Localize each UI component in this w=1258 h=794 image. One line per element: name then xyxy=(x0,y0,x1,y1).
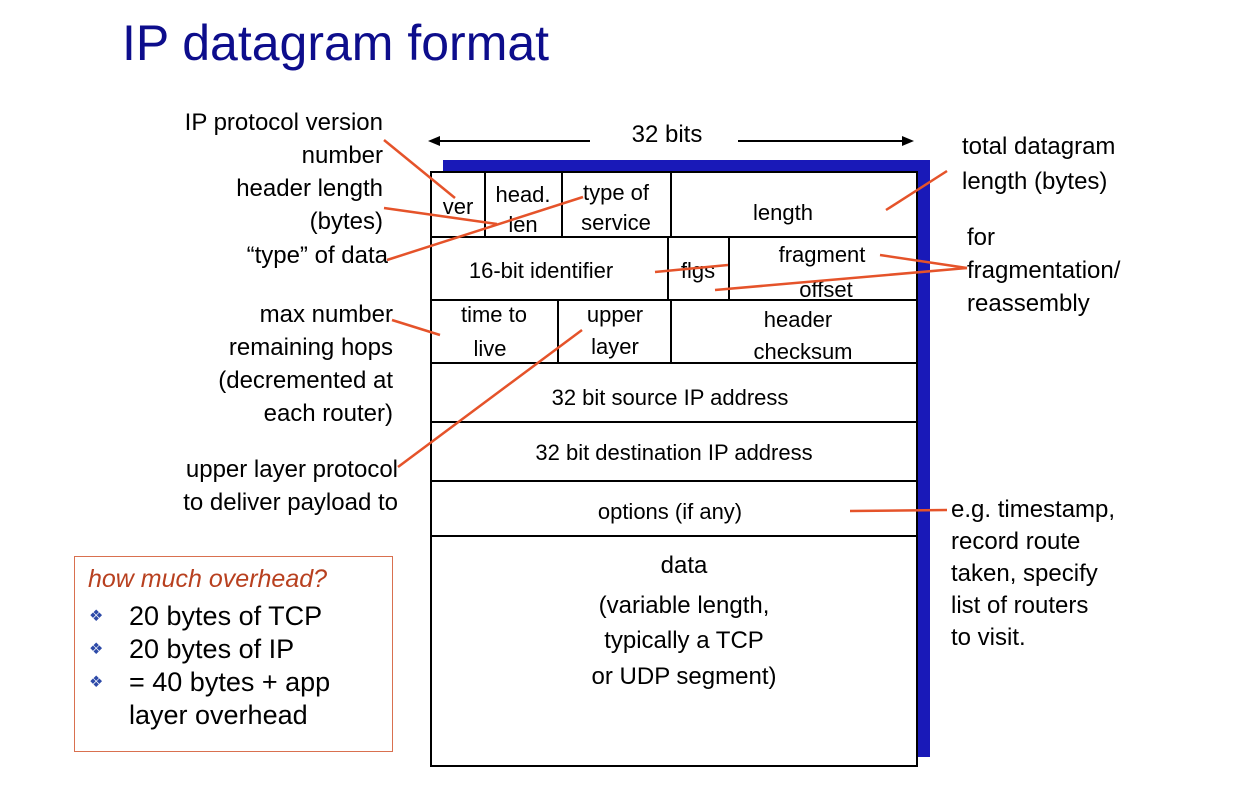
field-options: options (if any) xyxy=(598,499,742,524)
overhead-box: how much overhead? ❖ 20 bytes of TCP ❖ 2… xyxy=(74,556,393,752)
row-dividers xyxy=(431,236,917,537)
annotation-ttl-3: (decremented at xyxy=(218,367,393,394)
width-arrow-left-head xyxy=(428,136,440,146)
bullet-icon: ❖ xyxy=(89,641,104,658)
annotation-total-length-2: length (bytes) xyxy=(962,168,1107,195)
callout-frag-1 xyxy=(879,253,968,270)
field-flgs: flgs xyxy=(681,258,715,283)
left-annotations: IP protocol version number header length… xyxy=(183,109,398,516)
callout-frag-2 xyxy=(714,266,968,292)
callout-options xyxy=(849,508,948,513)
width-indicator: 32 bits xyxy=(428,121,914,148)
annotation-fragmentation-1: for xyxy=(967,224,995,251)
callout-total-length xyxy=(885,169,948,212)
field-header-checksum-1: header xyxy=(764,307,833,332)
field-data-3: typically a TCP xyxy=(604,627,764,654)
field-length: length xyxy=(753,200,813,225)
callout-type-of-data xyxy=(386,195,584,262)
field-destination-ip: 32 bit destination IP address xyxy=(535,440,812,465)
bullet-icon: ❖ xyxy=(89,674,104,691)
annotation-ttl-4: each router) xyxy=(264,400,393,427)
overhead-item-label: layer overhead xyxy=(129,700,308,730)
callout-identifier xyxy=(654,263,729,274)
field-ttl-2: live xyxy=(473,336,506,361)
field-type-of-service-1: type of xyxy=(583,180,650,205)
annotation-ttl-1: max number xyxy=(260,301,393,328)
field-ver: ver xyxy=(443,194,474,219)
callout-ttl xyxy=(391,318,441,337)
overhead-item-tcp: ❖ 20 bytes of TCP xyxy=(75,601,330,632)
overhead-item-label: 20 bytes of IP xyxy=(129,634,295,664)
callout-version xyxy=(383,139,456,199)
annotation-version-1: IP protocol version xyxy=(185,109,383,136)
overhead-item-ip: ❖ 20 bytes of IP xyxy=(75,634,330,665)
overhead-item-total: ❖ = 40 bytes + app xyxy=(75,667,330,698)
width-label: 32 bits xyxy=(632,121,703,148)
annotation-options-2: record route xyxy=(951,528,1080,555)
field-head-len-1: head. xyxy=(495,182,550,207)
width-arrow-right-head xyxy=(902,136,914,146)
field-header-checksum-2: checksum xyxy=(753,339,852,364)
annotation-options-3: taken, specify xyxy=(951,560,1098,587)
bullet-icon: ❖ xyxy=(89,608,104,625)
field-data-4: or UDP segment) xyxy=(592,663,777,690)
annotation-fragmentation-2: fragmentation/ xyxy=(967,257,1121,284)
overhead-list: ❖ 20 bytes of TCP ❖ 20 bytes of IP ❖ = 4… xyxy=(75,601,330,733)
field-data-1: data xyxy=(661,552,708,579)
field-source-ip: 32 bit source IP address xyxy=(552,385,789,410)
field-upper-layer-2: layer xyxy=(591,334,639,359)
field-upper-layer-1: upper xyxy=(587,302,643,327)
callout-upper-layer xyxy=(397,328,583,469)
annotation-upper-layer-1: upper layer protocol xyxy=(186,456,398,483)
annotation-ttl-2: remaining hops xyxy=(229,334,393,361)
overhead-title: how much overhead? xyxy=(88,565,328,593)
annotation-header-length-2: (bytes) xyxy=(310,208,383,235)
callout-header-length xyxy=(383,206,498,226)
annotation-options-5: to visit. xyxy=(951,624,1026,651)
slide-title: IP datagram format xyxy=(122,15,550,71)
annotation-options-1: e.g. timestamp, xyxy=(951,496,1115,523)
field-type-of-service-2: service xyxy=(581,210,651,235)
field-fragment-offset-1: fragment xyxy=(779,242,866,267)
overhead-item-total-cont: layer overhead xyxy=(75,700,330,731)
annotation-total-length-1: total datagram xyxy=(962,133,1115,160)
annotation-options-4: list of routers xyxy=(951,592,1088,619)
header-fields: ver head. len type of service length 16-… xyxy=(443,180,866,690)
annotation-upper-layer-2: to deliver payload to xyxy=(183,489,398,516)
overhead-item-label: = 40 bytes + app xyxy=(129,667,331,697)
overhead-item-label: 20 bytes of TCP xyxy=(129,601,323,631)
field-identifier: 16-bit identifier xyxy=(469,258,613,283)
annotation-type-of-data: “type” of data xyxy=(247,242,389,269)
annotation-version-2: number xyxy=(302,142,383,169)
annotation-fragmentation-3: reassembly xyxy=(967,290,1090,317)
field-data-2: (variable length, xyxy=(599,592,770,619)
callout-lines xyxy=(383,139,968,513)
annotation-header-length-1: header length xyxy=(236,175,383,202)
right-annotations: total datagram length (bytes) for fragme… xyxy=(951,133,1121,651)
field-ttl-1: time to xyxy=(461,302,527,327)
